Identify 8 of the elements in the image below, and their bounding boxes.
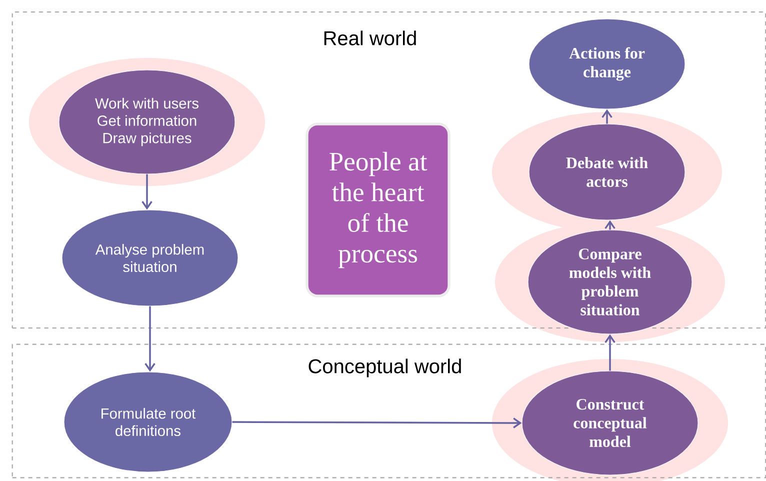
arrow [144, 306, 156, 372]
arrow [604, 334, 616, 371]
process-box: People at the heart of the process [306, 122, 450, 298]
region-heading: Conceptual world [308, 358, 461, 378]
arrow [142, 174, 152, 210]
arrow [232, 418, 522, 428]
region-heading: Real world [324, 30, 416, 46]
arrow [602, 109, 612, 124]
